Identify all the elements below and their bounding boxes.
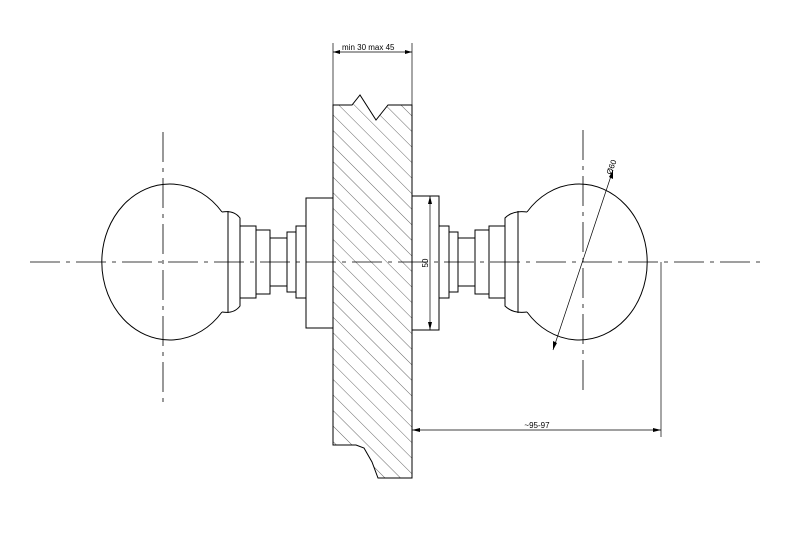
knob-diameter-dimension: Ø60 [552, 158, 619, 351]
wall-thickness-label: min 30 max 45 [342, 43, 395, 52]
projection-label: ~95-97 [524, 421, 550, 430]
right-knob [411, 183, 648, 341]
rose-height-dimension: 50 [421, 196, 432, 330]
rose-height-label: 50 [421, 258, 430, 267]
wall-thickness-dimension: min 30 max 45 [332, 43, 413, 105]
knob-diameter-label: Ø60 [605, 158, 619, 176]
left-knob [101, 183, 334, 341]
projection-dimension: ~95-97 [412, 262, 662, 437]
door-section [332, 94, 413, 479]
